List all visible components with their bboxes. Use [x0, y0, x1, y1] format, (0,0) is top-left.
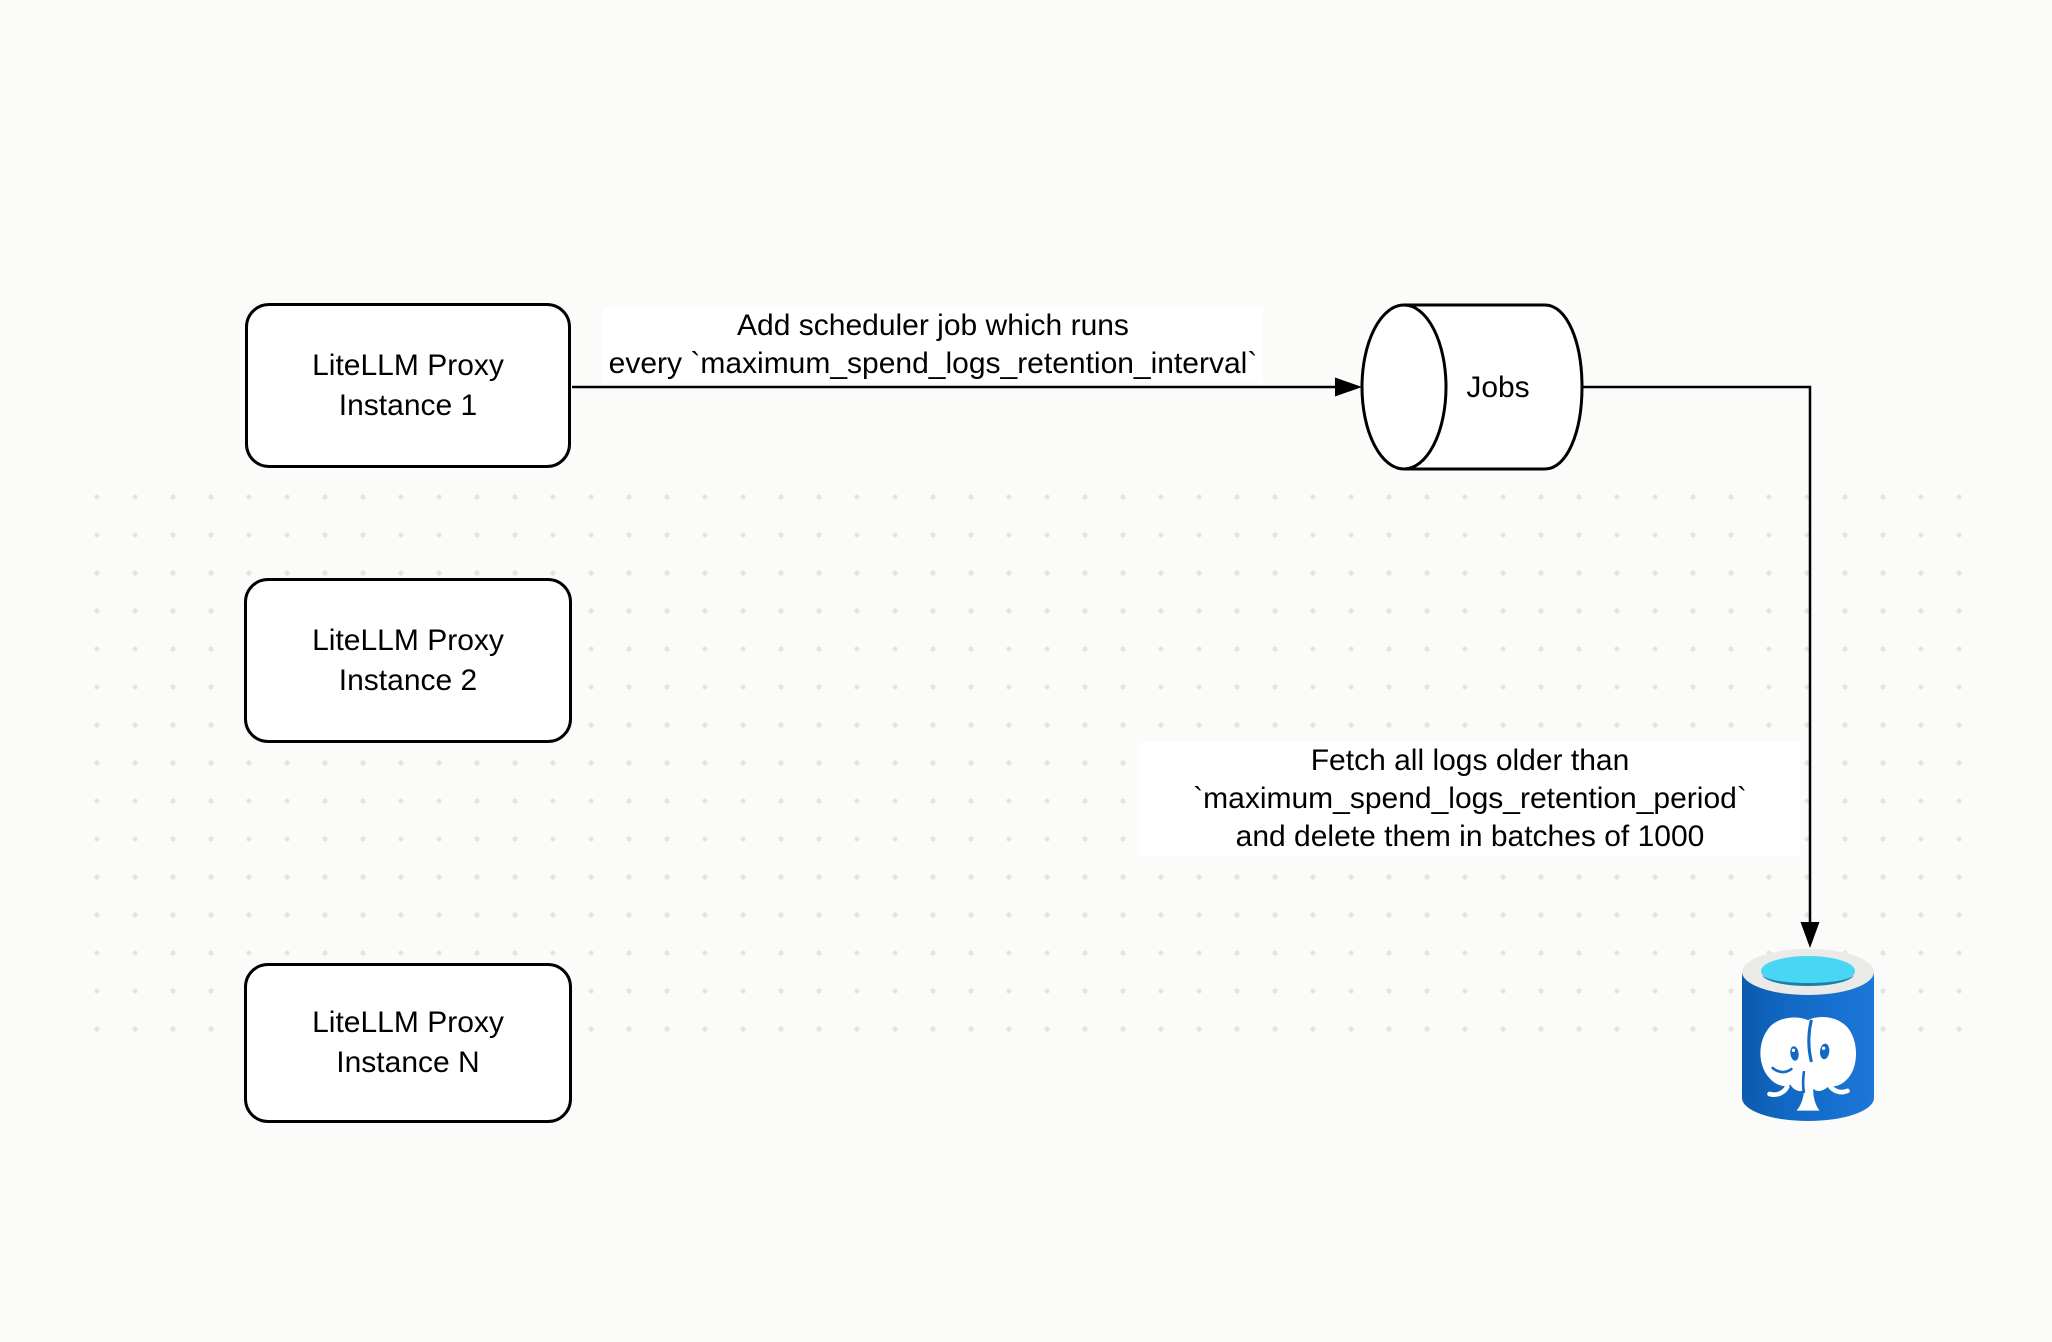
node-label: Instance 2 [338, 663, 478, 697]
node-jobs-label: Jobs [1466, 371, 1530, 404]
edge-fetch-arrow [1582, 385, 1820, 948]
node-litellm-proxy-instance-1: LiteLLM Proxy Instance 1 [245, 303, 571, 468]
node-label: Instance N [336, 1046, 480, 1079]
edge-label-fetch: Fetch all logs older than `maximum_spend… [1140, 742, 1800, 856]
edge-label-scheduler: Add scheduler job which runs every `maxi… [603, 307, 1263, 383]
edge-fetch-line [1582, 385, 1812, 924]
node-label: LiteLLM Proxy [312, 623, 504, 657]
jobs-queue-cylinder [1360, 303, 1584, 471]
edge-scheduler-arrow [572, 377, 1362, 397]
postgres-elephant-icon [1760, 1017, 1857, 1111]
node-litellm-proxy-instance-2: LiteLLM Proxy Instance 2 [244, 578, 572, 743]
node-label: Instance 1 [338, 388, 478, 422]
edge-scheduler-arrowhead-icon [1335, 377, 1362, 397]
postgres-cylinder-liquid-shadow [1762, 974, 1854, 986]
edge-label-line: and delete them in batches of 1000 [1140, 818, 1800, 856]
node-label: LiteLLM Proxy [312, 348, 504, 382]
edge-label-line: Add scheduler job which runs [603, 307, 1263, 345]
edge-label-line: `maximum_spend_logs_retention_period` [1140, 780, 1800, 818]
postgresql-database-icon [1742, 949, 1874, 1121]
node-litellm-proxy-instance-n: LiteLLM Proxy Instance N [244, 963, 572, 1123]
jobs-cylinder-face [1360, 303, 1448, 471]
edge-label-line: every `maximum_spend_logs_retention_inte… [603, 345, 1263, 383]
postgres-cylinder-liquid [1761, 956, 1855, 986]
node-label: LiteLLM Proxy [312, 1006, 504, 1039]
edge-fetch-arrowhead-icon [1800, 922, 1820, 948]
edge-label-line: Fetch all logs older than [1140, 742, 1800, 780]
